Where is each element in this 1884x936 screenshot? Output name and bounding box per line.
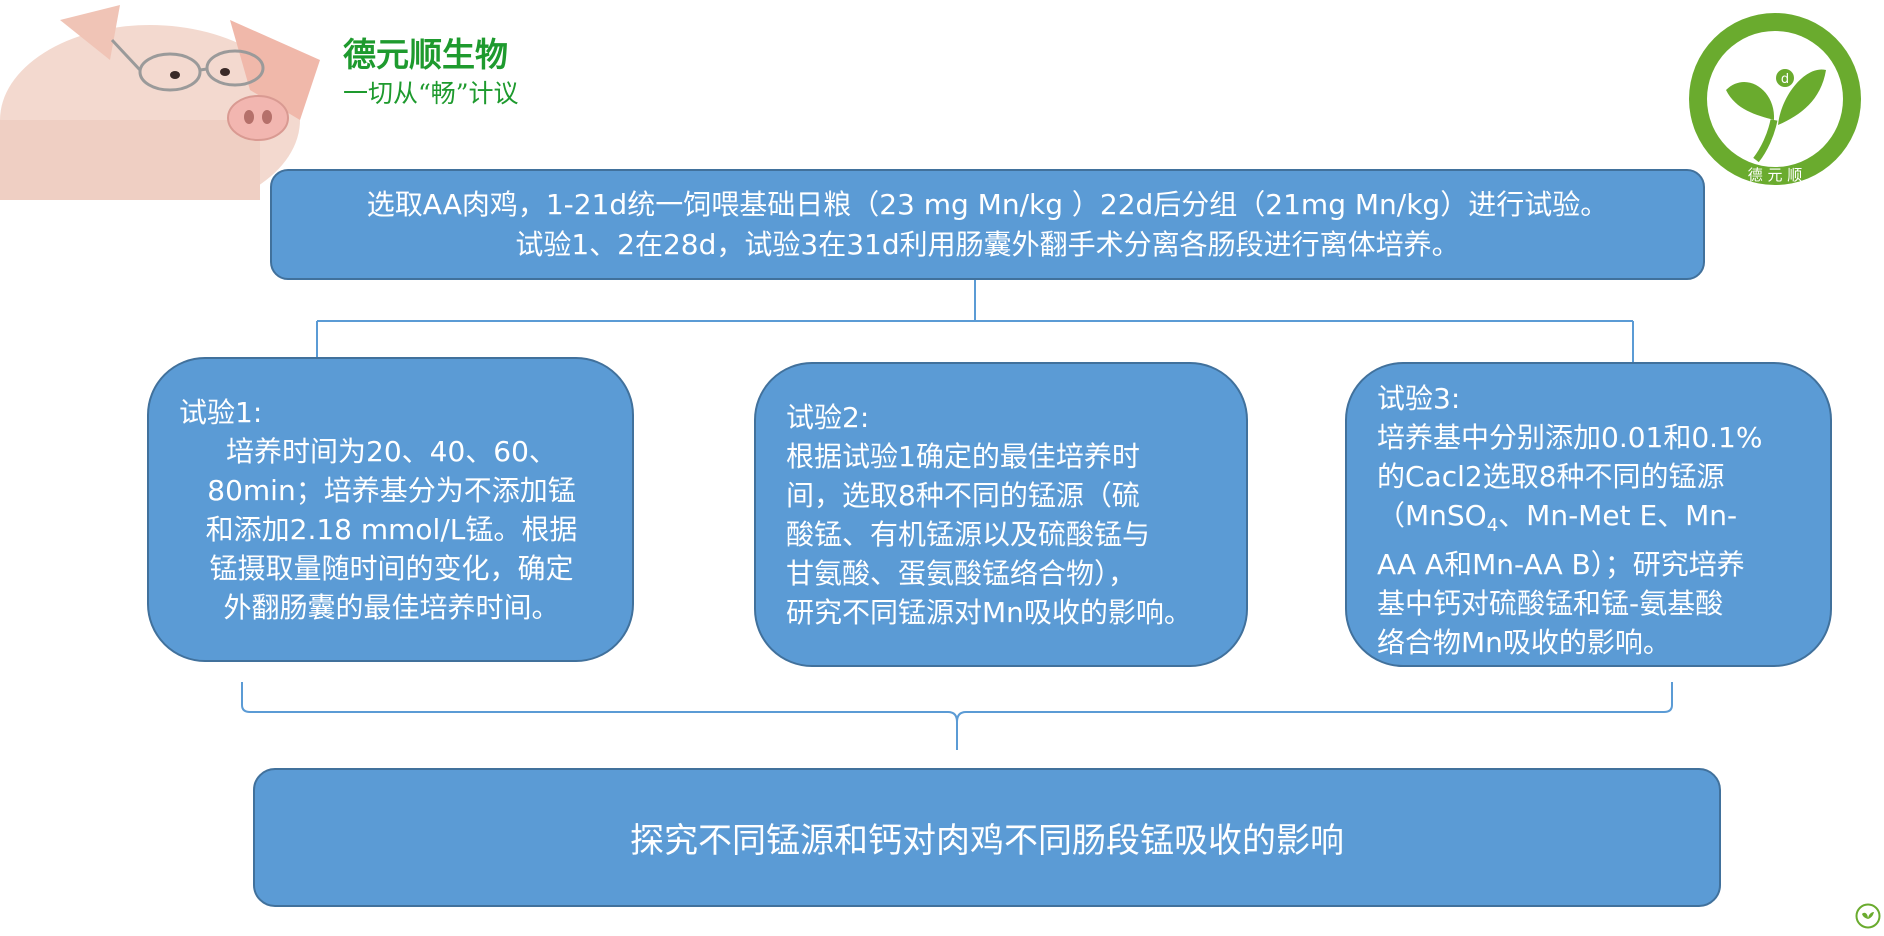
trial-3-line-4: 基中钙对硫酸锰和锰-氨基酸 [1377, 587, 1724, 620]
overview-line-1: 选取AA肉鸡，1-21d统一饲喂基础日粮（23 mg Mn/kg ）22d后分组… [366, 187, 1609, 221]
trial-1-line-5: 外翻肠囊的最佳培养时间。 [223, 591, 560, 624]
trial-2-line-5: 研究不同锰源对Mn吸收的影响。 [786, 596, 1192, 629]
trial-2-line-3: 酸锰、有机锰源以及硫酸锰与 [786, 518, 1151, 551]
overview-box: 选取AA肉鸡，1-21d统一饲喂基础日粮（23 mg Mn/kg ）22d后分组… [270, 169, 1705, 280]
company-logo-icon: Bio-Technology d 德 元 顺 [1689, 13, 1861, 185]
brand-name: 德元顺生物 [343, 35, 508, 74]
trial-3-line-1: 培养基中分别添加0.01和0.1% [1377, 421, 1763, 454]
trial-2-line-2: 间，选取8种不同的锰源（硫 [786, 479, 1140, 512]
trial-3-line-2: 的Cacl2选取8种不同的锰源 [1377, 460, 1725, 493]
brand-slogan: 一切从“畅”计议 [343, 79, 519, 108]
bracket-brace [241, 682, 1673, 750]
logo-bottom-text: 德 元 顺 [1748, 166, 1803, 184]
trial-3-title: 试验3: [1377, 382, 1461, 415]
trial-3-box: 试验3: 培养基中分别添加0.01和0.1% 的Cacl2选取8种不同的锰源 （… [1345, 362, 1832, 667]
trial-1-line-4: 锰摄取量随时间的变化，确定 [209, 552, 574, 585]
logo-mark-letter: d [1781, 72, 1789, 87]
trial-1-line-3: 和添加2.18 mmol/L锰。根据 [205, 513, 578, 546]
trial-1-title: 试验1: [179, 396, 263, 429]
trial-3-line-sub: （MnSO4、Mn-Met E、Mn- [1377, 496, 1830, 545]
trial-3-line-3: AA A和Mn-AA B）；研究培养 [1377, 548, 1745, 581]
trial-2-line-1: 根据试验1确定的最佳培养时 [786, 440, 1140, 473]
trial-3-sub-before: （MnSO [1377, 499, 1487, 532]
overview-line-2: 试验1、2在28d，试验3在31d利用肠囊外翻手术分离各肠段进行离体培养。 [515, 227, 1460, 261]
conclusion-text: 探究不同锰源和钙对肉鸡不同肠段锰吸收的影响 [630, 821, 1344, 861]
trial-2-line-4: 甘氨酸、蛋氨酸锰络合物）， [786, 557, 1137, 590]
trial-2-title: 试验2: [786, 401, 870, 434]
corner-leaf-icon [1855, 903, 1881, 929]
trial-1-line-2: 80min；培养基分为不添加锰 [207, 474, 576, 507]
trial-1-box: 试验1: 培养时间为20、40、60、 80min；培养基分为不添加锰 和添加2… [147, 357, 634, 662]
conclusion-box: 探究不同锰源和钙对肉鸡不同肠段锰吸收的影响 [253, 768, 1721, 907]
trial-3-line-5: 络合物Mn吸收的影响。 [1377, 626, 1671, 659]
pig-mascot-image [0, 5, 320, 200]
trial-3-subscript: 4 [1486, 515, 1499, 536]
trial-2-box: 试验2: 根据试验1确定的最佳培养时 间，选取8种不同的锰源（硫 酸锰、有机锰源… [754, 362, 1248, 667]
trial-1-line-1: 培养时间为20、40、60、 [226, 435, 557, 468]
trial-3-sub-after: 、Mn-Met E、Mn- [1498, 499, 1738, 532]
